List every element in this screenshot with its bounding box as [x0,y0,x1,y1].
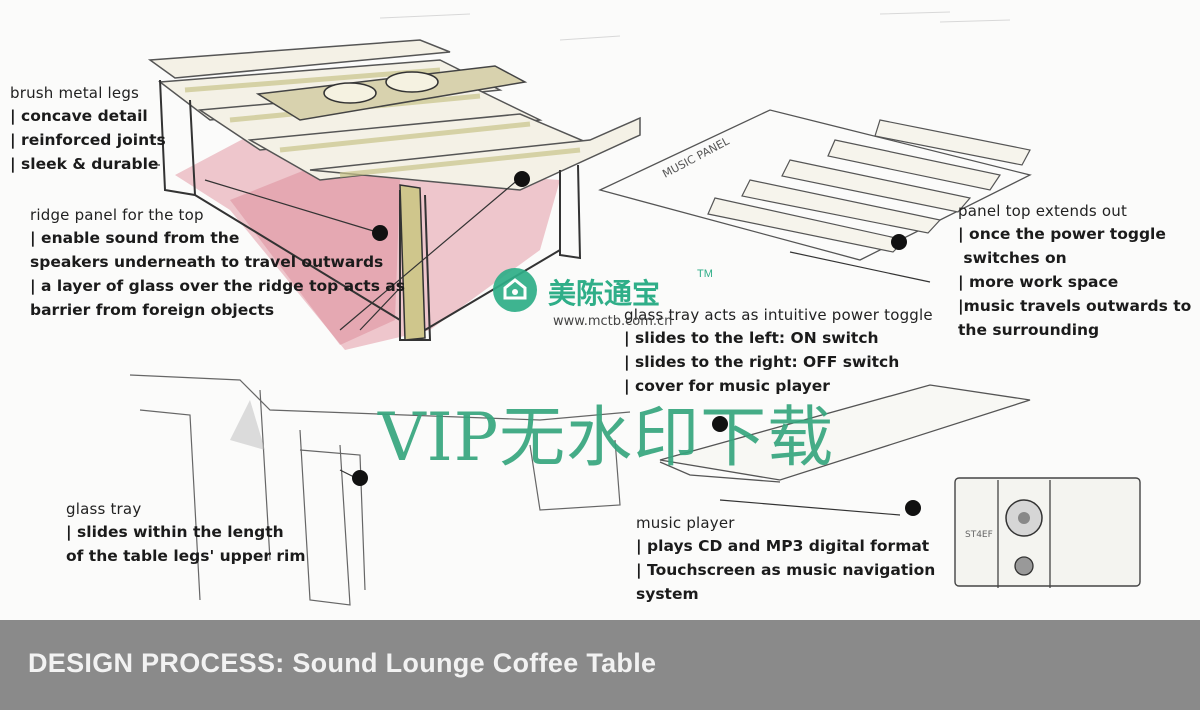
annotation-heading: ridge panel for the top [30,206,204,224]
sketch-drawing: MUSIC PANEL ST4EF [129,11,1141,606]
watermark-logo-icon [493,268,537,312]
annotation-line: | slides to the right: OFF switch [624,353,900,371]
callout-dot [514,171,530,187]
callout-dot [891,234,907,250]
annotation-line: | reinforced joints [10,131,166,149]
svg-text:ST4EF: ST4EF [965,530,993,540]
annotation-line: switches on [958,249,1067,267]
annotation-line: | sleek & durable [10,155,159,173]
annotation-glass-tray: glass tray | slides within the length of… [66,500,306,568]
annotation-ridge-panel: ridge panel for the top | enable sound f… [30,206,405,322]
watermark-vip-text: VIP无水印下载 [378,399,835,476]
footer-title: DESIGN PROCESS: Sound Lounge Coffee Tabl… [28,648,657,678]
annotation-line: | Touchscreen as music navigation [636,561,936,579]
annotation-glass-tray-toggle: glass tray acts as intuitive power toggl… [624,306,933,398]
watermark-url: www.mctb.com.cn [553,314,673,329]
annotation-line: the surrounding [958,321,1100,339]
callout-dot [712,416,728,432]
annotation-line: | enable sound from the [30,229,240,247]
annotation-line: | slides within the length [66,523,284,541]
annotation-music-player: music player | plays CD and MP3 digital … [636,514,935,606]
watermark-brand: 美陈通宝 [548,277,661,310]
annotation-line: speakers underneath to travel outwards [30,253,384,271]
annotation-line: | plays CD and MP3 digital format [636,537,930,555]
annotation-line: | cover for music player [624,377,830,395]
annotation-legs: brush metal legs | concave detail | rein… [10,84,166,176]
annotation-line: barrier from foreign objects [30,301,275,319]
annotation-heading: music player [636,514,735,532]
annotation-panel-top: panel top extends out | once the power t… [958,202,1191,342]
annotation-heading: panel top extends out [958,202,1128,220]
annotation-line: | concave detail [10,107,148,125]
annotation-line: | more work space [958,273,1119,291]
callout-dot [905,500,921,516]
annotation-line: | slides to the left: ON switch [624,329,879,347]
annotation-line: | a layer of glass over the ridge top ac… [30,277,405,295]
callout-dot [352,470,368,486]
annotation-heading: brush metal legs [10,84,140,102]
annotation-line: system [636,585,699,603]
callout-dot [372,225,388,241]
sketch-canvas: MUSIC PANEL ST4EF brush [10,11,1192,606]
annotation-heading: glass tray [66,500,142,518]
annotation-line: | once the power toggle [958,225,1166,243]
annotation-line: of the table legs' upper rim [66,547,306,565]
watermark-trademark: TM [697,268,713,280]
annotation-heading: glass tray acts as intuitive power toggl… [624,306,933,324]
annotation-line: |music travels outwards to [958,297,1192,315]
footer-banner: DESIGN PROCESS: Sound Lounge Coffee Tabl… [0,620,1200,710]
